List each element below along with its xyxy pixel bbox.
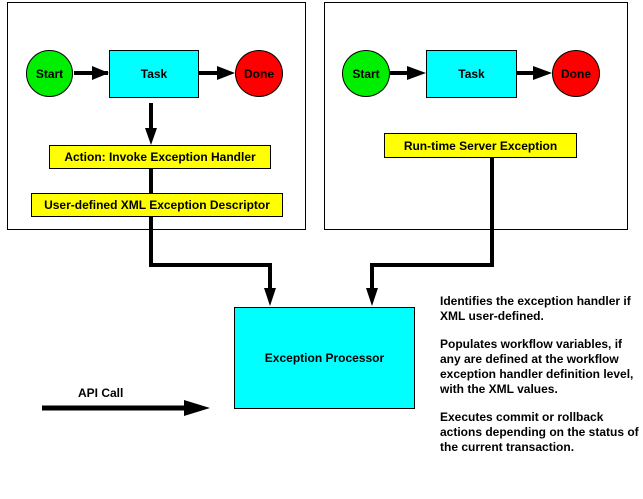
note-executes-commit-rollback: Executes commit or rollback actions depe…: [440, 410, 639, 454]
note-populates-variables: Populates workflow variables, if any are…: [440, 337, 634, 396]
api-call-arrowhead: [184, 400, 210, 416]
task-to-action-arrowhead: [145, 128, 157, 145]
action-invoke-handler-label: Action: Invoke Exception Handler: [64, 150, 256, 164]
xml-exception-descriptor-label: User-defined XML Exception Descriptor: [44, 198, 270, 212]
start-to-task-arrowhead: [92, 66, 109, 80]
right-done-label: Done: [561, 66, 591, 81]
runtime-server-exception-label: Run-time Server Exception: [403, 138, 558, 153]
runtime-server-exception-box[interactable]: Run-time Server Exception: [384, 133, 577, 158]
xml-exception-descriptor-box[interactable]: User-defined XML Exception Descriptor: [31, 193, 283, 217]
right-start-label: Start: [352, 66, 380, 81]
right-task-to-done-arrowhead: [533, 66, 552, 80]
descriptor-to-processor-connector: [149, 216, 272, 290]
left-done-label: Done: [244, 66, 274, 81]
exception-processor-box[interactable]: Exception Processor: [234, 307, 415, 409]
left-start-label: Start: [35, 66, 64, 81]
descriptor-to-processor-arrowhead: [264, 288, 276, 306]
right-task-label: Task: [458, 67, 485, 81]
api-call-label: API Call: [78, 386, 124, 400]
right-task-node[interactable]: Task: [426, 50, 517, 98]
left-panel-frame: [7, 2, 306, 230]
action-invoke-handler-box[interactable]: Action: Invoke Exception Handler: [49, 145, 271, 169]
left-start-node[interactable]: Start: [26, 50, 73, 97]
note-identifies-handler: Identifies the exception handler if XML …: [440, 294, 631, 323]
server-exception-to-processor-connector: [370, 157, 494, 290]
task-to-done-arrowhead: [217, 66, 235, 80]
processor-notes: Identifies the exception handler if XML …: [440, 294, 640, 468]
exception-processor-label: Exception Processor: [264, 351, 385, 365]
right-panel-frame: [324, 2, 628, 230]
right-done-node[interactable]: Done: [552, 50, 600, 97]
right-start-to-task-arrowhead: [407, 66, 426, 80]
left-done-node[interactable]: Done: [235, 50, 283, 97]
left-task-node[interactable]: Task: [109, 50, 199, 98]
left-task-label: Task: [140, 67, 168, 81]
right-start-node[interactable]: Start: [342, 50, 390, 97]
server-exception-to-processor-arrowhead: [366, 288, 378, 306]
